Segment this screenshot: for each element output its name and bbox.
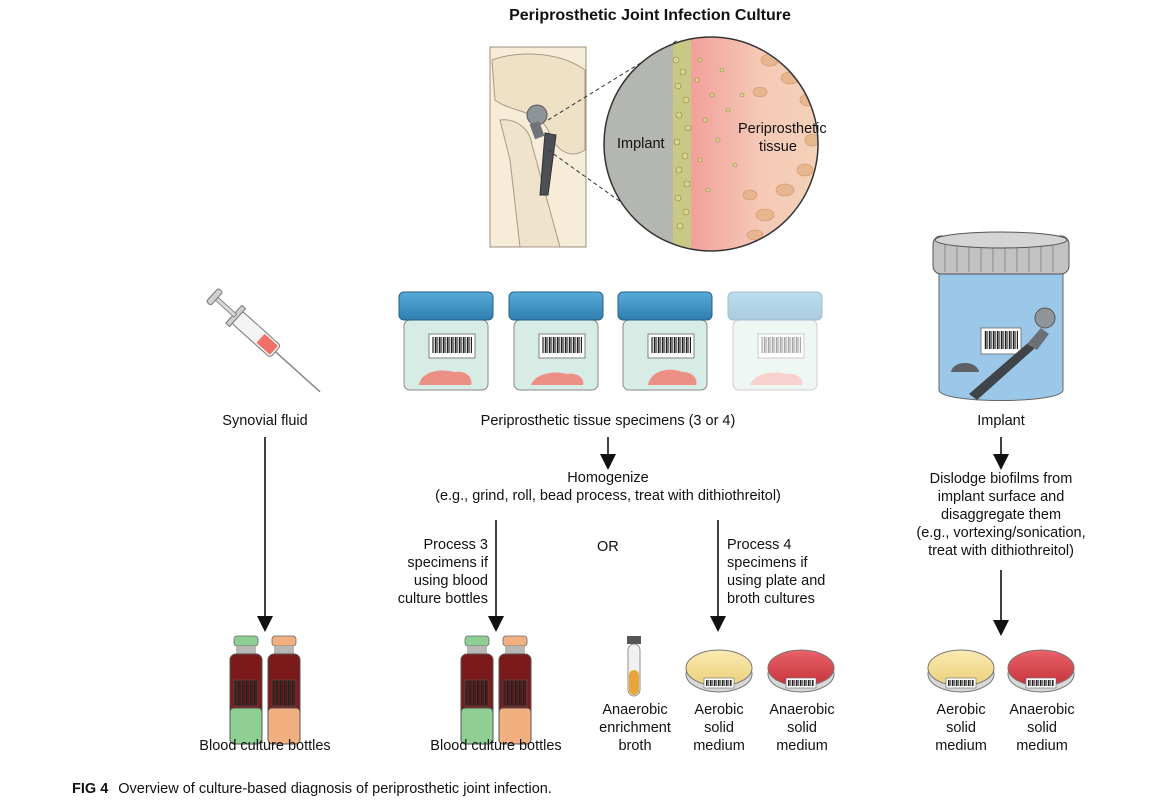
broth-label-line: enrichment <box>599 720 671 736</box>
process-3-branch: Process 3 specimens if using blood cultu… <box>370 536 488 608</box>
aerobic-plate-implant <box>927 649 995 693</box>
broth-label-line: Anaerobic <box>602 702 668 718</box>
homogenize-title: Homogenize <box>567 470 649 486</box>
anaerobic-plate-implant <box>1007 649 1075 693</box>
process-4-line: using plate and <box>727 573 826 589</box>
broth-label: Anaerobic enrichment broth <box>594 701 676 755</box>
implant-jar <box>932 231 1070 401</box>
anaerobic-plate-tissue <box>767 649 835 693</box>
zoom-implant-label: Implant <box>617 136 665 152</box>
zoom-circle-outline <box>603 36 819 252</box>
process-3-line: using blood <box>413 573 488 589</box>
figure-caption-text: Overview of culture-based diagnosis of p… <box>118 781 552 797</box>
flow-arrows <box>257 437 1009 636</box>
anaerobic-label-line: medium <box>1016 738 1068 754</box>
tissue-jar-optional <box>727 291 823 391</box>
aerobic-plate-tissue <box>685 649 753 693</box>
zoom-tissue-label-line2: tissue <box>759 139 797 155</box>
process-4-line: Process 4 <box>727 537 792 553</box>
process-3-line: Process 3 <box>423 537 488 553</box>
aerobic-implant-label: Aerobic solid medium <box>921 701 1001 755</box>
tissue-jar <box>508 291 604 391</box>
diagram-title: Periprosthetic Joint Infection Culture <box>509 7 791 24</box>
implant-label: Implant <box>977 413 1025 429</box>
aerobic-label-line: Aerobic <box>694 702 744 718</box>
anaerobic-label-line: solid <box>787 720 817 736</box>
tissue-bottles-result-label: Blood culture bottles <box>430 738 562 754</box>
blood-culture-bottles-tissue <box>460 635 532 745</box>
syringe-icon <box>206 288 321 393</box>
anaerobic-implant-label: Anaerobic solid medium <box>1000 701 1084 755</box>
anaerobic-label-line: Anaerobic <box>769 702 835 718</box>
process-3-line: culture bottles <box>397 591 488 607</box>
aerobic-tissue-label: Aerobic solid medium <box>679 701 759 755</box>
figure-number: FIG 4 <box>72 781 109 797</box>
or-label: OR <box>597 539 619 555</box>
process-4-line: broth cultures <box>727 591 815 607</box>
homogenize-examples: (e.g., grind, roll, bead process, treat … <box>435 488 781 504</box>
tissue-specimens-label: Periprosthetic tissue specimens (3 or 4) <box>480 413 736 429</box>
figure-caption: FIG 4 Overview of culture-based diagnosis… <box>72 781 552 797</box>
implant-step-line: Dislodge biofilms from <box>929 471 1073 487</box>
implant-step-line: treat with dithiothreitol) <box>928 543 1074 559</box>
broth-label-line: broth <box>618 738 652 754</box>
implant-step-line: implant surface and <box>937 489 1065 505</box>
aerobic-label-line: Aerobic <box>936 702 986 718</box>
hip-illustration <box>489 39 679 248</box>
process-4-branch: Process 4 specimens if using plate and b… <box>727 536 857 608</box>
anaerobic-label-line: solid <box>1027 720 1057 736</box>
blood-culture-bottles-synovial <box>229 635 301 745</box>
anaerobic-tissue-label: Anaerobic solid medium <box>760 701 844 755</box>
synovial-fluid-label: Synovial fluid <box>222 413 308 429</box>
homogenize-step: Homogenize (e.g., grind, roll, bead proc… <box>380 469 836 505</box>
aerobic-label-line: solid <box>704 720 734 736</box>
process-3-line: specimens if <box>407 555 488 571</box>
broth-tube <box>627 636 641 697</box>
zoom-tissue-label: Periprosthetic tissue <box>738 120 827 156</box>
tissue-jar <box>398 291 494 391</box>
synovial-result-label: Blood culture bottles <box>199 738 331 754</box>
aerobic-label-line: medium <box>935 738 987 754</box>
tissue-jars <box>398 291 823 391</box>
implant-step-line: disaggregate them <box>940 507 1062 523</box>
aerobic-label-line: solid <box>946 720 976 736</box>
zoom-tissue-label-line1: Periprosthetic <box>738 121 827 137</box>
implant-processing-steps: Dislodge biofilms from implant surface a… <box>901 470 1101 560</box>
anaerobic-label-line: medium <box>776 738 828 754</box>
aerobic-label-line: medium <box>693 738 745 754</box>
process-4-line: specimens if <box>727 555 808 571</box>
implant-step-line: (e.g., vortexing/sonication, <box>916 525 1086 541</box>
tissue-jar <box>617 291 713 391</box>
anaerobic-label-line: Anaerobic <box>1009 702 1075 718</box>
